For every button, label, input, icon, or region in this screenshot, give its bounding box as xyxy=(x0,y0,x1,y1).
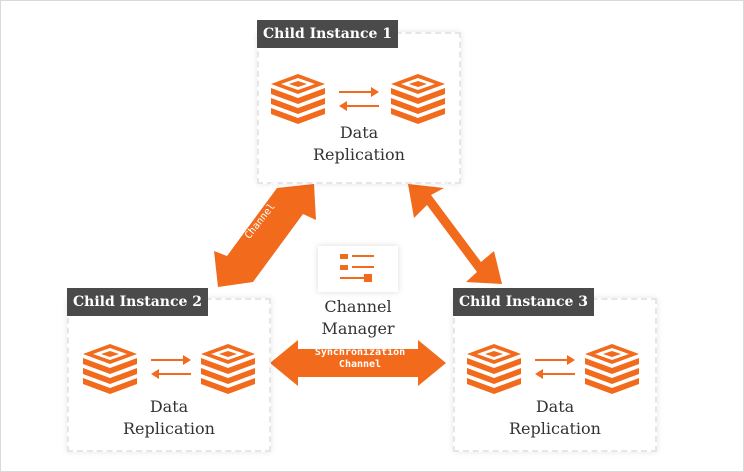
redis-stack-icon xyxy=(201,344,255,394)
redis-stack-icon xyxy=(83,344,137,394)
caption-line-2: Replication xyxy=(313,145,405,164)
child-instance-1: Child Instance 1 Data Replication xyxy=(257,20,461,184)
instance-title: Child Instance 2 xyxy=(67,288,208,316)
channel-label-line-2: Channel xyxy=(338,359,382,370)
instance-caption: Data Replication xyxy=(259,122,459,166)
redis-stack-icon xyxy=(585,344,639,394)
channel-manager-label: Channel Manager xyxy=(300,296,416,340)
caption-line-2: Replication xyxy=(509,419,601,438)
bidirectional-arrows-icon xyxy=(535,355,575,379)
caption-line-1: Data xyxy=(339,123,379,142)
sync-channel-arrow-right xyxy=(408,184,502,284)
redis-stack-icon xyxy=(271,74,325,124)
sync-channel-arrow-bottom xyxy=(270,340,446,386)
manager-line-2: Manager xyxy=(321,319,395,338)
caption-line-2: Replication xyxy=(123,419,215,438)
instance-title: Child Instance 1 xyxy=(257,20,398,48)
caption-line-1: Data xyxy=(149,397,189,416)
list-settings-icon xyxy=(318,246,398,292)
child-instance-3: Child Instance 3 Data Replication xyxy=(453,288,657,452)
manager-line-1: Channel xyxy=(324,297,392,316)
instance-caption: Data Replication xyxy=(455,396,655,440)
child-instance-2: Child Instance 2 Data Replication xyxy=(67,288,271,452)
caption-line-1: Data xyxy=(535,397,575,416)
redis-stack-icon xyxy=(467,344,521,394)
sync-channel-arrow-left xyxy=(214,184,316,287)
redis-stack-icon xyxy=(391,74,445,124)
bidirectional-arrows-icon xyxy=(339,87,379,111)
sync-channel-label-bottom: Synchronization Channel xyxy=(300,347,420,371)
bidirectional-arrows-icon xyxy=(151,355,191,379)
instance-title: Child Instance 3 xyxy=(453,288,594,316)
channel-label-line-1: Synchronization xyxy=(314,347,406,358)
instance-caption: Data Replication xyxy=(69,396,269,440)
